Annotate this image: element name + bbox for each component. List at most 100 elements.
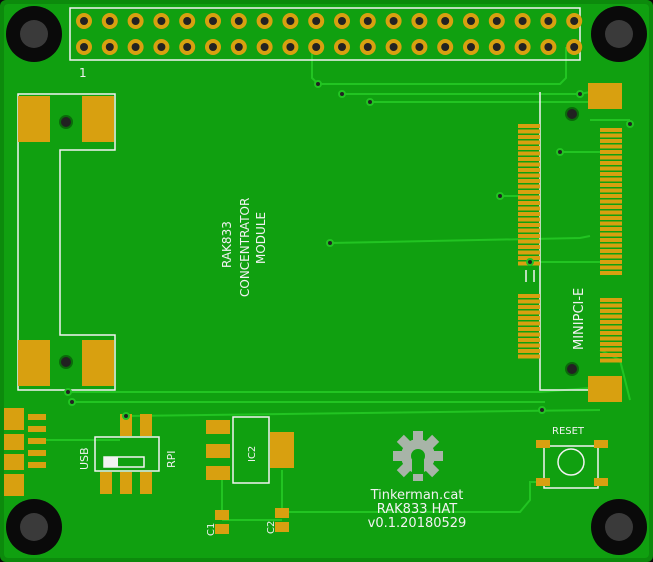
module-label: CONCENTRATOR [238,198,252,297]
via [64,388,72,396]
usb-pin [28,426,46,432]
pin1-label: 1 [79,66,87,80]
module-label-line1: RAK833 [220,221,234,268]
gpio-pin-hole [80,43,88,51]
via [366,98,374,106]
gear-icon [393,431,443,481]
reset-label: RESET [552,426,585,437]
minipcie-pads-left [518,124,540,359]
minipcie-pad [518,179,540,183]
switch-pad [140,472,152,494]
switch-knob [104,457,118,467]
minipcie-pad [600,309,622,313]
c1-label: C1 [206,523,217,536]
ic2-regulator: IC2 [206,416,294,484]
module-label: MODULE [254,212,268,264]
minipcie-pad [518,129,540,134]
minipcie-pad [518,195,540,200]
minipcie-pad [518,316,540,320]
minipcie-pad [600,358,622,363]
minipcie-pad [600,210,622,215]
c2-pad [275,508,289,518]
gpio-pin-hole [467,17,475,25]
via [122,412,130,420]
gpio-pin-hole [544,17,553,25]
minipcie-pad [600,298,622,302]
gpio-pin-hole [286,17,295,25]
minipcie-pad [518,310,540,315]
copper-pour [4,4,649,558]
module-label-line3: MODULE [254,212,268,264]
minipcie-pad [600,243,622,248]
minipcie-pad [518,338,540,342]
minipcie-pad [600,336,622,341]
minipcie-pad [518,201,540,205]
minipcie-pad [600,221,622,226]
minipcie-pad [518,157,540,161]
via [314,80,322,88]
gpio-pin-hole [131,17,140,25]
vias [64,80,634,420]
usb-pin [28,438,46,444]
gpio-pin-hole [183,17,192,25]
switch-pad [100,472,112,494]
minipcie-pad [518,206,540,211]
ic-tab-pad [270,432,294,468]
credits: Tinkerman.cat RAK833 HAT v0.1.20180529 [368,488,467,531]
minipcie-pad [600,249,622,253]
minipcie-hole [565,107,579,121]
reset-pad [594,440,608,448]
trace [282,481,540,513]
gpio-pin-hole [105,43,114,51]
minipcie-pad [518,239,540,244]
power-switch: USB RPI [78,414,178,494]
minipcie-pad [600,232,622,237]
gpio-pin-hole [312,17,321,25]
minipcie-footprint: MINIPCI-E [518,83,622,402]
minipcie-pad [600,227,622,231]
minipcie-pad [600,216,622,220]
usb-pad [4,474,24,496]
minipcie-pad [518,294,540,298]
minipcie-pad [518,212,540,216]
minipcie-pad [518,151,540,156]
minipcie-pad [518,162,540,167]
minipcie-pad [600,331,622,335]
minipcie-pad [518,305,540,309]
reset-pad [536,478,550,486]
minipcie-label: MINIPCI-E [572,288,587,350]
switch-pad [120,414,132,436]
minipcie-pad [518,321,540,326]
gpio-pin-hole [209,43,217,51]
ic-pad [206,466,230,480]
trace [125,409,601,417]
minipcie-pad [518,173,540,178]
c2-label: C2 [266,521,277,534]
module-hole [59,115,73,129]
credits-line1: Tinkerman.cat [370,488,464,503]
minipcie-pad [600,155,622,160]
module-outline [17,93,116,391]
gpio-pin-hole [467,43,475,51]
gpio-pin-hole [441,17,450,25]
via [68,398,76,406]
via [496,192,504,200]
via [556,148,564,156]
via [338,90,346,98]
gpio-pin-hole [518,17,527,25]
minipcie-pad [518,184,540,189]
usb-pad [4,408,24,430]
minipcie-pad [600,128,622,132]
minipcie-pads-right [600,128,622,363]
gpio-pin-hole [157,43,166,51]
mount-hole-bl-drill [20,513,48,541]
module-label-line2: CONCENTRATOR [238,198,252,297]
minipcie-tab-pad [588,83,622,109]
credits-line3: v0.1.20180529 [368,516,467,531]
gpio-pin-hole [389,17,398,25]
trace [311,47,567,85]
minipcie-pad [600,325,622,330]
ic-label: IC2 [247,446,258,462]
via [576,90,584,98]
